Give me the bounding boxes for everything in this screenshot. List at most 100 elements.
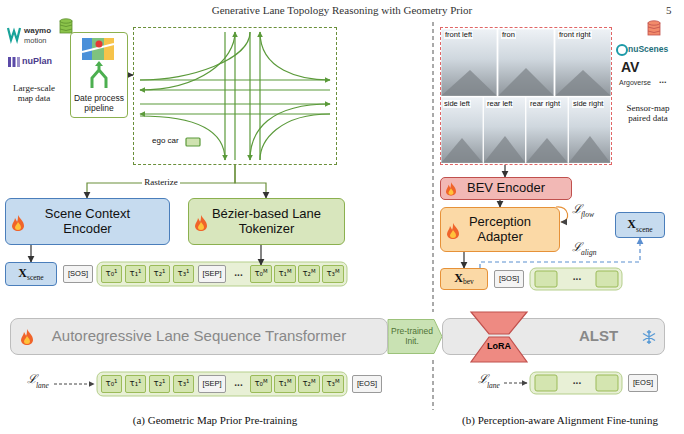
node-text: τ₁ᴹ — [278, 379, 291, 388]
ellipsis: ... — [564, 271, 590, 282]
figure-caption: (a) Geometric Map Prior Pre-training — [0, 414, 430, 426]
nuplan-logo — [8, 57, 20, 67]
lane-token: τ₀ᴹ — [250, 265, 272, 283]
road-shapes — [441, 68, 611, 163]
lane-token: τ₂ᴹ — [298, 265, 320, 283]
source-label: Sensor-map paired data — [616, 104, 680, 124]
connector — [463, 252, 464, 268]
lane-token: τ₃ᴹ — [322, 265, 344, 283]
special-token: [SEP] — [198, 375, 226, 393]
node-text: τ₀ᴹ — [254, 269, 267, 278]
lora-module: LoRA — [469, 311, 529, 363]
node-text: Autoregressive Lane Sequence Transformer — [52, 328, 346, 345]
node-text: Perception Adapter — [460, 215, 540, 244]
lane-token: τ₀ᴹ — [250, 375, 272, 393]
special-token: [SOS] — [63, 265, 93, 283]
image-label: rear right — [529, 100, 561, 108]
node-text: τ₀¹ — [106, 379, 118, 388]
loss-subscript: lane — [36, 382, 49, 390]
node-text: X — [454, 272, 463, 285]
adapter-box: Perception Adapter — [440, 207, 560, 252]
camera-image: front leftfronfront rightside leftrear l… — [440, 27, 612, 165]
node-text: ALST — [579, 328, 618, 345]
node-text: τ₀¹ — [106, 269, 118, 278]
source-label: Large-scale map data — [8, 84, 60, 104]
connector — [260, 245, 261, 265]
loss-subscript: lane — [487, 382, 500, 390]
node-text: τ₃¹ — [178, 379, 190, 388]
node-text: τ₂¹ — [154, 379, 166, 388]
logo-text: nuScenes — [628, 45, 668, 54]
logo-text: AV — [621, 60, 639, 75]
lane-map — [140, 32, 330, 160]
pipeline-icons — [82, 38, 114, 88]
image-label: rear left — [486, 100, 513, 108]
node-text: τ₃¹ — [178, 269, 190, 278]
loss-symbol: ℒ — [572, 203, 582, 216]
node-text: scene — [27, 274, 44, 282]
lane-token: τ₃¹ — [173, 375, 194, 393]
loss-symbol: ℒ — [478, 373, 488, 386]
ellipsis: ... — [229, 267, 248, 278]
logo-text: Argoverse — [619, 79, 651, 87]
node-text: τ₁¹ — [130, 379, 142, 388]
lane-token: τ₁ᴹ — [274, 375, 296, 393]
node-text: τ₃ᴹ — [326, 269, 339, 278]
lane-token: τ₂ᴹ — [298, 375, 320, 393]
connector — [87, 165, 235, 198]
ellipsis: ... — [659, 76, 667, 86]
loss-symbol: ℒ — [27, 373, 37, 386]
special-token: [SEP] — [198, 265, 226, 283]
node-text: [EOS] — [633, 379, 653, 387]
camera-panels — [441, 29, 611, 163]
node-text: scene — [636, 226, 653, 234]
lane-token: τ₁¹ — [125, 375, 146, 393]
lane-token: τ₃¹ — [173, 265, 194, 283]
tokenizer-box: Bézier-based Lane Tokenizer — [188, 198, 345, 245]
node-text: Date process pipeline — [72, 94, 126, 113]
lane-token: τ₁ᴹ — [274, 265, 296, 283]
node-text: τ₃ᴹ — [326, 379, 339, 388]
figure-caption: (b) Perception-aware Alignment Fine-tuni… — [436, 414, 684, 426]
image-label: side right — [572, 100, 604, 108]
trainable-flame-icon — [447, 223, 459, 239]
node-text: τ₂ᴹ — [302, 269, 315, 278]
lane-token: τ₂¹ — [149, 265, 170, 283]
database-icon — [60, 19, 72, 33]
node-text: X — [627, 218, 636, 231]
node-text: [SOS] — [499, 275, 519, 283]
node-text: [SEP] — [202, 380, 221, 388]
transformer-box: Autoregressive Lane Sequence Transformer — [10, 318, 388, 355]
page-header: Generative Lane Topology Reasoning with … — [0, 4, 684, 16]
logo-text: waymo — [24, 27, 51, 36]
lane-token: τ₁¹ — [125, 265, 146, 283]
frozen-snowflake-icon — [641, 329, 657, 345]
connector — [504, 165, 505, 177]
trainable-flame-icon — [12, 215, 24, 231]
node-text: BEV Encoder — [467, 181, 545, 195]
loss-symbol: ℒ — [572, 241, 582, 254]
lane-token: τ₀¹ — [101, 265, 122, 283]
node-text: τ₀ᴹ — [254, 379, 267, 388]
loss-subscript: flow — [581, 211, 594, 219]
node-text: Bézier-based Lane Tokenizer — [207, 207, 327, 236]
special-token: [SOS] — [494, 270, 524, 288]
node-text: [SOS] — [68, 270, 88, 278]
image-label: fron — [501, 31, 516, 39]
feature-box: Xscene — [5, 262, 57, 286]
page-number: 5 — [666, 4, 672, 16]
encoder-box: BEV Encoder — [440, 177, 572, 200]
image-label: side left — [443, 100, 471, 108]
trainable-flame-icon — [446, 182, 456, 196]
trainable-flame-icon — [21, 329, 33, 345]
node-text: τ₂¹ — [154, 269, 166, 278]
transformer-box: ALSTLoRA — [442, 318, 665, 355]
node-text: τ₁ᴹ — [278, 269, 291, 278]
node-text: τ₂ᴹ — [302, 379, 315, 388]
lora-shape — [469, 311, 529, 363]
lane-token: τ₂¹ — [149, 375, 170, 393]
node-text: τ₁¹ — [130, 269, 142, 278]
node-text: [SEP] — [202, 270, 221, 278]
lane-token: τ₃ᴹ — [322, 375, 344, 393]
loss-subscript: align — [581, 249, 596, 257]
